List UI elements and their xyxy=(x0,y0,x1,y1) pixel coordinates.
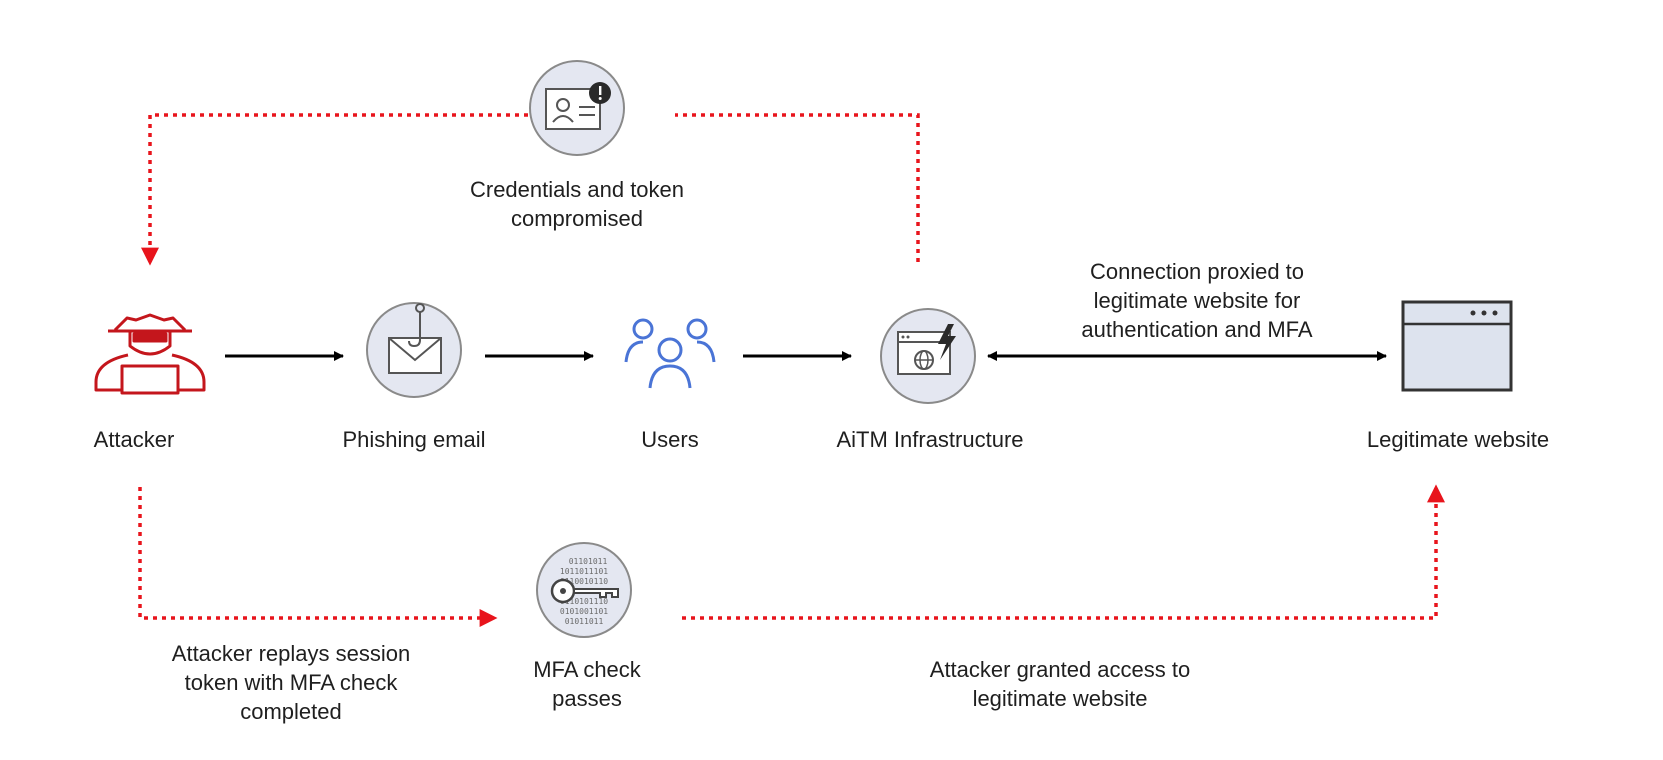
aitm-server-icon xyxy=(880,308,976,404)
attack-path-mfa-to-legit-site xyxy=(682,484,1445,620)
node-label-attacker: Attacker xyxy=(93,427,175,452)
node-label-users: Users xyxy=(641,427,699,452)
node-label-mfa-check-passes: MFA check passes xyxy=(533,657,641,711)
phishing-email-icon xyxy=(366,302,462,398)
node-label-legitimate-website: Legitimate website xyxy=(1366,427,1550,452)
id-card-alert-icon xyxy=(529,60,625,156)
node-label-aitm-infrastructure: AiTM Infrastructure xyxy=(836,427,1024,452)
browser-window-icon xyxy=(1401,300,1513,392)
binary-key-icon: 01101011 1011011101 0110010110 101001010… xyxy=(536,542,632,638)
edge-label-attacker-replays-token: Attacker replays session token with MFA … xyxy=(171,641,411,724)
svg-text:0110010110: 0110010110 xyxy=(560,577,608,586)
attack-path-attacker-to-mfa xyxy=(138,487,498,627)
svg-text:01101011: 01101011 xyxy=(569,557,608,566)
attack-path-aitm-to-credentials xyxy=(675,113,920,262)
edge-label-attacker-granted-access: Attacker granted access to legitimate we… xyxy=(929,657,1191,711)
attack-path-credentials-to-attacker xyxy=(141,113,528,266)
hacker-icon xyxy=(94,313,206,395)
node-label-phishing-email: Phishing email xyxy=(342,427,486,452)
svg-text:0101001101: 0101001101 xyxy=(560,607,608,616)
edge-label-connection-proxied: Connection proxied to legitimate website… xyxy=(1081,259,1313,342)
users-icon xyxy=(624,318,716,389)
svg-text:01011011: 01011011 xyxy=(565,617,604,626)
node-label-credentials-compromised: Credentials and token compromised xyxy=(469,177,685,231)
svg-text:0110101110: 0110101110 xyxy=(560,597,608,606)
svg-text:1011011101: 1011011101 xyxy=(560,567,608,576)
